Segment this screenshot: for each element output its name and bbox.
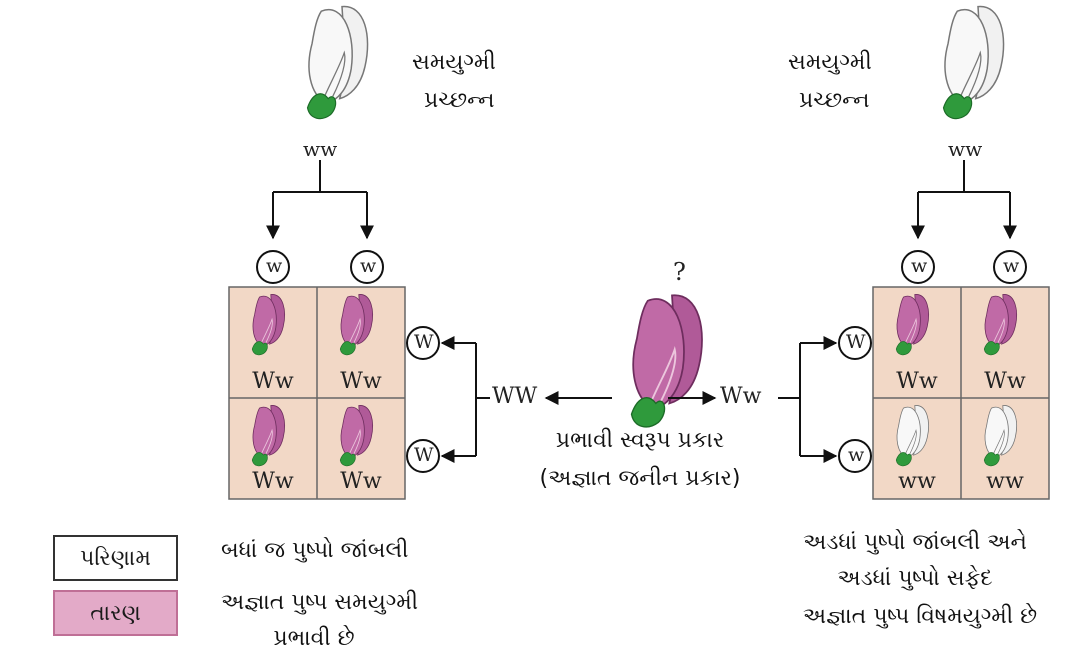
gamete-side-right-1: W — [846, 331, 866, 353]
unknown-caption-1: પ્રભાવી સ્વરૂપ પ્રકાર — [555, 428, 725, 453]
gamete-side-left-1: W — [414, 331, 434, 353]
gamete-top-left-1: w — [266, 255, 283, 277]
parent-flower-left — [306, 5, 369, 120]
top-left-label-2: પ્રચ્છન્ન — [424, 88, 495, 113]
parent-flower-right — [942, 5, 1005, 120]
result-label-box: પરિણામ — [53, 535, 178, 581]
right-cell-genotype-4: ww — [986, 469, 1024, 494]
gamete-top-right-2: w — [1003, 255, 1020, 277]
center-arrows — [440, 336, 838, 463]
gamete-top-right-1: w — [911, 255, 928, 277]
top-right-label-2: પ્રચ્છન્ન — [799, 88, 870, 113]
gamete-side-left-2: W — [414, 444, 434, 466]
unknown-flower — [630, 294, 703, 428]
unknown-right-genotype: Ww — [720, 384, 762, 409]
top-left-label-1: સમયુગ્મી — [412, 50, 496, 75]
left-inference-line1: અજ્ઞાત પુષ્પ સમયુગ્મી — [221, 590, 419, 615]
left-inference-line2: પ્રભાવી છે — [273, 626, 355, 651]
right-result-line2: અડધાં પુષ્પો સફેદ — [837, 566, 993, 591]
inference-label-box: તારણ — [53, 590, 178, 636]
result-label: પરિણામ — [80, 545, 151, 571]
gamete-top-left-2: w — [360, 255, 377, 277]
unknown-left-genotype: WW — [492, 384, 538, 409]
right-result-line1: અડધાં પુષ્પો જાંબલી અને — [803, 530, 1027, 555]
gamete-circles-side-left — [406, 326, 440, 473]
right-cell-genotype-2: Ww — [984, 369, 1026, 394]
top-left-genotype: ww — [303, 137, 338, 161]
left-cell-genotype-3: Ww — [252, 469, 294, 494]
right-cell-genotype-3: ww — [898, 469, 936, 494]
inference-label: તારણ — [90, 600, 141, 626]
unknown-question-mark: ? — [673, 258, 686, 286]
gamete-circles-top-right — [901, 250, 1027, 284]
left-cell-genotype-2: Ww — [340, 369, 382, 394]
gamete-circles-side-right — [838, 326, 872, 473]
gamete-circles-top-left — [256, 250, 384, 284]
right-inference-text: અજ્ઞાત પુષ્પ વિષમયુગ્મી છે — [802, 604, 1038, 629]
left-cell-genotype-1: Ww — [252, 369, 294, 394]
top-right-label-1: સમયુગ્મી — [788, 50, 872, 75]
left-cell-genotype-4: Ww — [340, 469, 382, 494]
unknown-caption-2: (અજ્ઞાત જનીન પ્રકાર) — [539, 466, 741, 491]
right-branch-lines — [911, 160, 1017, 240]
top-right-genotype: ww — [948, 137, 983, 161]
right-cell-genotype-1: Ww — [896, 369, 938, 394]
left-branch-lines — [266, 160, 374, 240]
left-result-text: બધાં જ પુષ્પો જાંબલી — [221, 538, 409, 563]
gamete-side-right-2: w — [848, 444, 865, 466]
